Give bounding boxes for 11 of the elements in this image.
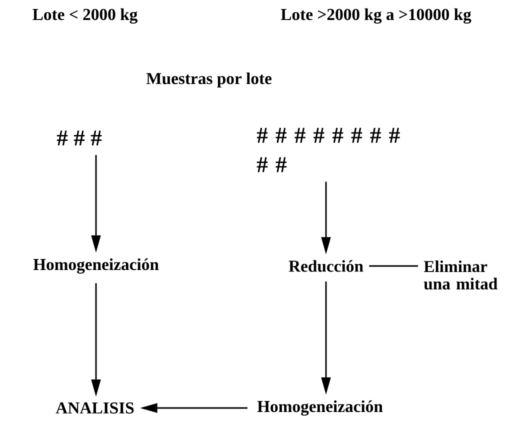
sample-marks: # # # # # # # # # # (256, 128, 400, 172)
sample-marks: # # # (56, 130, 102, 146)
heading-text: Lote >2000 kg a >10000 kg (280, 8, 472, 24)
connector-line (369, 265, 418, 267)
heading-text: Lote < 2000 kg (32, 8, 138, 24)
step-label: Homogeneización (257, 400, 383, 416)
step-label: Homogeneización (33, 258, 159, 274)
note-text: Eliminar una mitad (424, 260, 498, 290)
step-label: Reducción (288, 260, 364, 272)
heading-text: Muestras por lote (146, 72, 272, 88)
step-label: ANALISIS (56, 402, 134, 414)
